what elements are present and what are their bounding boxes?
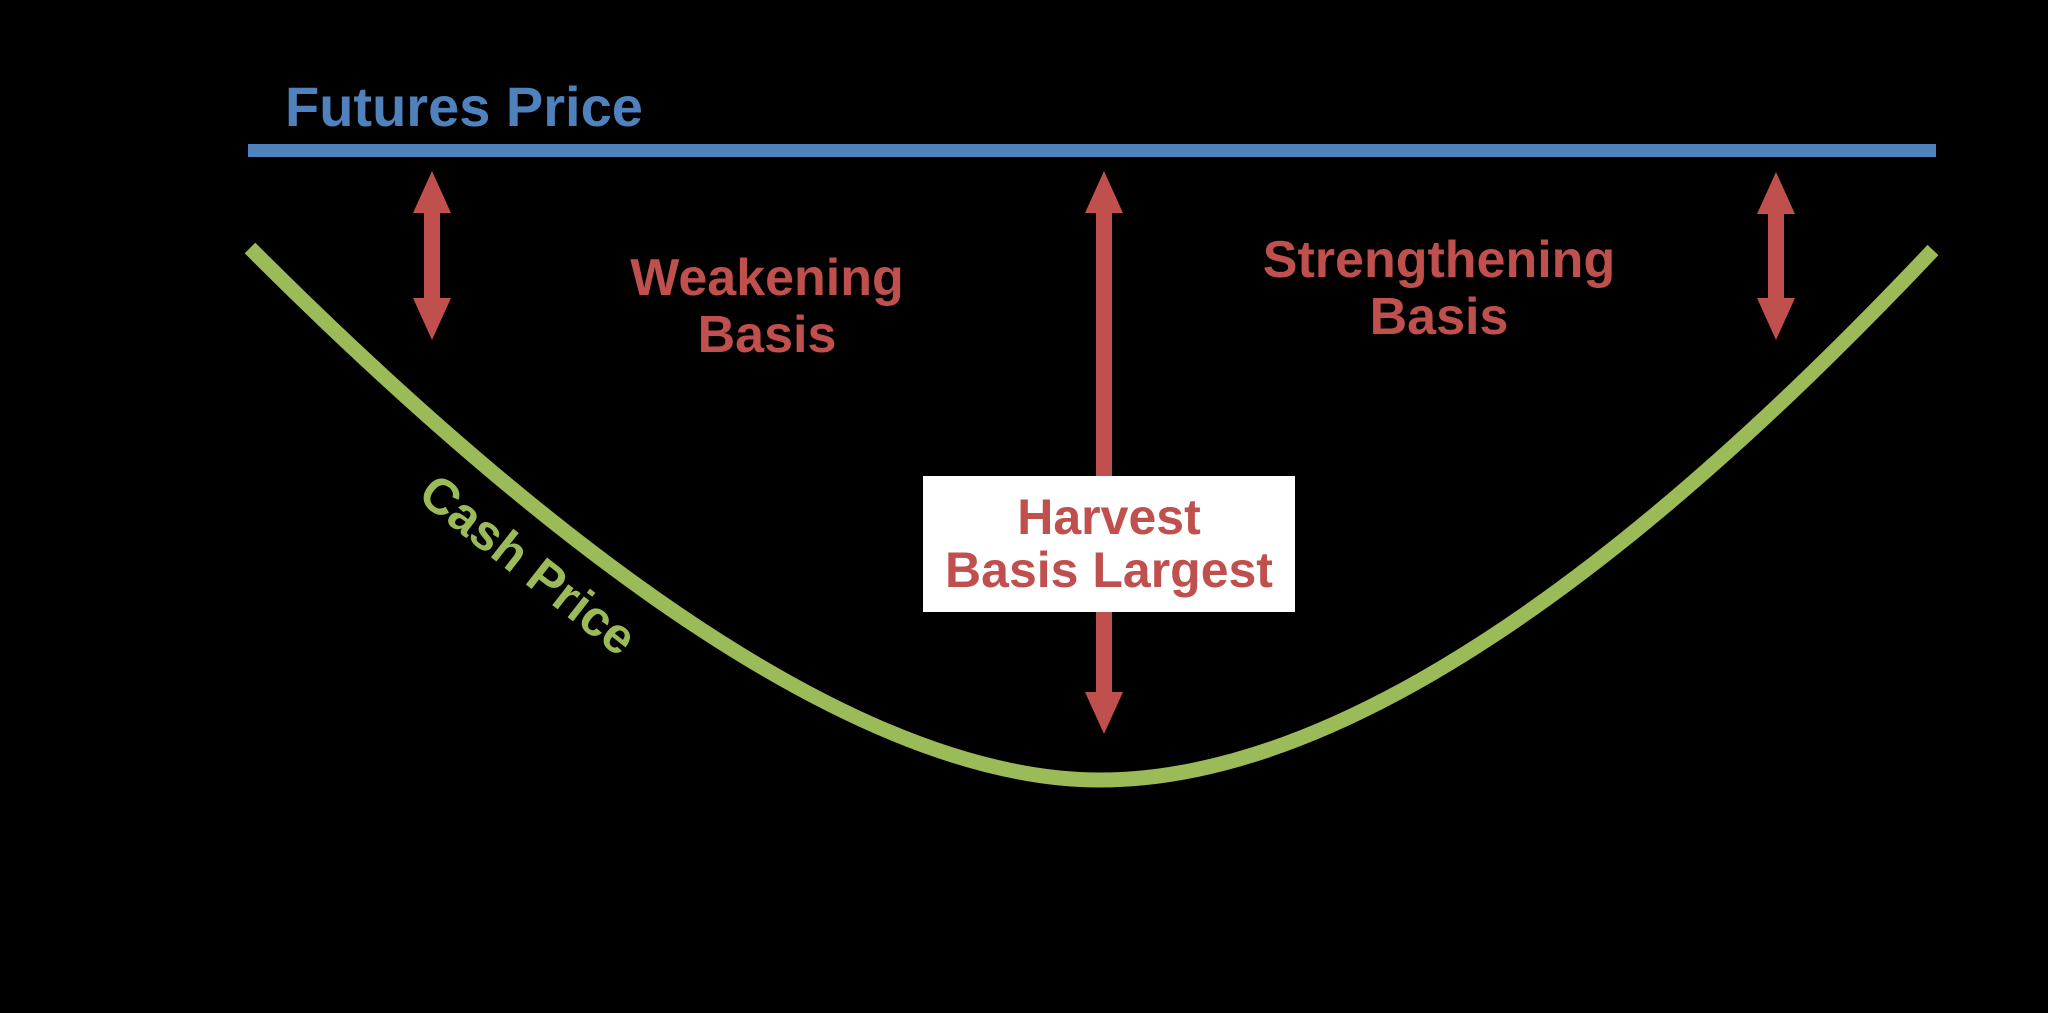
arrow-shaft <box>424 205 440 306</box>
weakening-basis-line2: Basis <box>697 306 837 365</box>
arrow-up-head-icon <box>1757 172 1795 214</box>
arrow-down-head-icon <box>413 298 451 340</box>
harvest-basis-box: Harvest Basis Largest <box>923 476 1295 612</box>
harvest-box-line2: Basis Largest <box>945 542 1273 598</box>
arrow-up-head-icon <box>1085 171 1123 213</box>
arrow-shaft <box>1096 205 1112 700</box>
arrow-up-head-icon <box>413 171 451 213</box>
strengthening-basis-line1: Strengthening <box>1262 231 1616 289</box>
strengthening-basis-arrow <box>1757 172 1795 340</box>
strengthening-basis-line2: Basis <box>1369 288 1509 347</box>
arrow-shaft <box>1768 206 1784 306</box>
weakening-basis-arrow <box>413 171 451 340</box>
harvest-basis-arrow <box>1085 171 1123 734</box>
futures-price-label: Futures Price <box>285 75 643 138</box>
cash-price-curve <box>244 242 1939 788</box>
harvest-box-line1: Harvest <box>1017 489 1201 545</box>
futures-price-line <box>248 144 1936 157</box>
arrow-down-head-icon <box>1757 298 1795 340</box>
arrow-down-head-icon <box>1085 692 1123 734</box>
weakening-basis-line1: Weakening <box>630 249 904 307</box>
